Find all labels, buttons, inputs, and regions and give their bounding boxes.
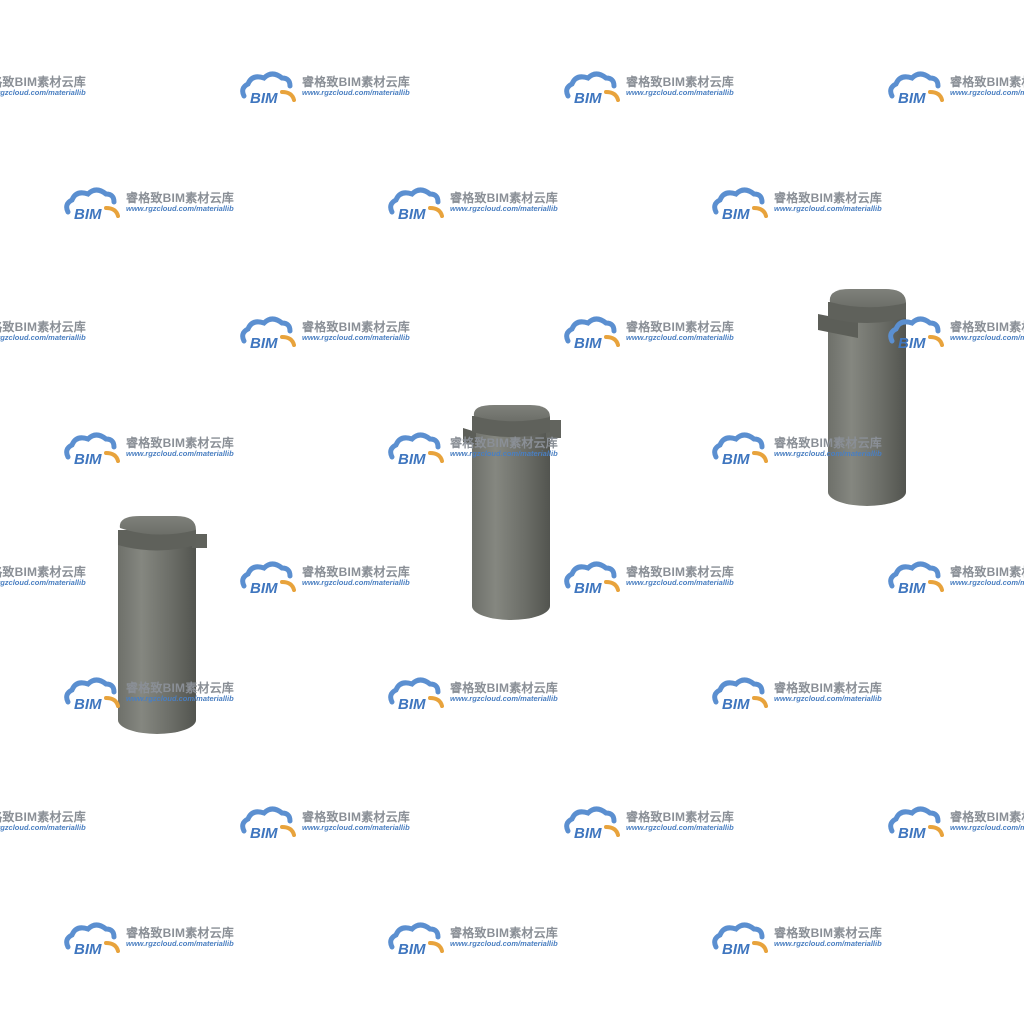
cap-side xyxy=(472,416,550,437)
cap-side xyxy=(828,302,906,323)
cylinder-model-2 xyxy=(463,405,561,620)
cylinder-body xyxy=(118,540,196,734)
cap-top xyxy=(473,405,550,422)
cap-top xyxy=(119,516,196,535)
cap-top xyxy=(829,289,906,308)
cylinder-body xyxy=(472,430,550,620)
cylinder-body xyxy=(828,318,906,506)
side-tab xyxy=(463,428,476,446)
cylinder-model-1 xyxy=(118,516,207,734)
cap-side xyxy=(118,530,196,551)
cylinder-model-3 xyxy=(818,289,906,506)
